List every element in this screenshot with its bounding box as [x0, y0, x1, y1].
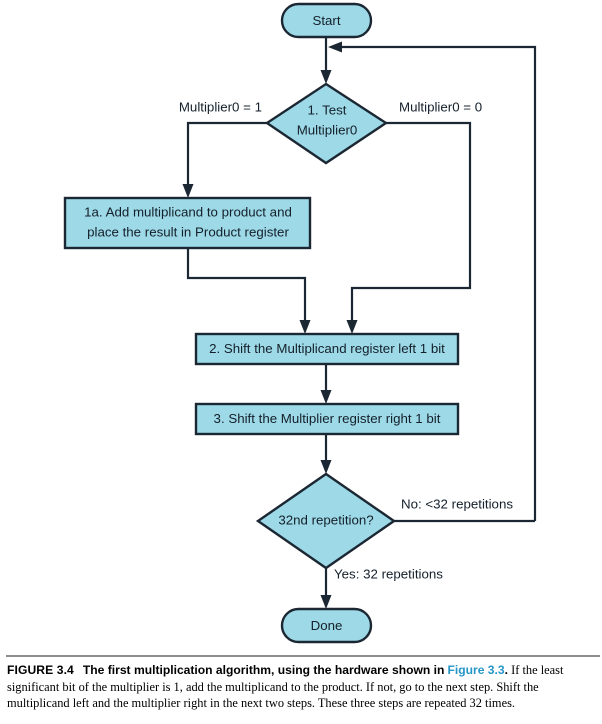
figure-caption-block: FIGURE 3.4 The first multiplication algor…	[0, 655, 602, 712]
edge-label-yes-32-repetitions: Yes: 32 repetitions	[334, 567, 443, 582]
node-test-multiplier0[interactable]: 1. Test Multiplier0	[264, 82, 389, 165]
caption-text: FIGURE 3.4 The first multiplication algor…	[4, 662, 598, 712]
shift-multiplicand-label: 2. Shift the Multiplicand register left …	[209, 341, 445, 356]
caption-figure-reference-link[interactable]: Figure 3.3	[447, 663, 505, 677]
node-done[interactable]: Done	[280, 607, 373, 644]
done-shape	[280, 607, 373, 644]
node-shift-multiplicand-left[interactable]: 2. Shift the Multiplicand register left …	[194, 332, 460, 366]
test-shape	[264, 82, 389, 165]
connector-loopback-to-test	[336, 45, 537, 521]
edge-label-no-under-32-repetitions: No: <32 repetitions	[401, 497, 513, 512]
add-label-line2: place the result in Product register	[87, 225, 289, 240]
connector-add-to-shift-multiplicand	[186, 248, 307, 326]
arrowhead-repetition-to-done	[320, 595, 332, 609]
test-label-line1: 1. Test	[308, 103, 347, 118]
caption-headline: The first multiplication algorithm, usin…	[82, 663, 445, 677]
repetition-label: 32nd repetition?	[278, 513, 373, 528]
arrowhead-start-to-test	[320, 70, 332, 84]
arrowhead-loopback	[328, 41, 342, 53]
node-add-multiplicand[interactable]: 1a. Add multiplicand to product and plac…	[63, 196, 312, 250]
add-label-line1: 1a. Add multiplicand to product and	[84, 205, 292, 220]
shift-multiplier-shape	[194, 402, 460, 436]
node-shift-multiplier-right[interactable]: 3. Shift the Multiplier register right 1…	[194, 402, 460, 436]
test-label-line2: Multiplier0	[297, 123, 358, 138]
done-label: Done	[311, 618, 343, 633]
edge-label-multiplier0-equals-0: Multiplier0 = 0	[399, 100, 482, 115]
caption-body: If the least significant bit of the mult…	[7, 663, 564, 711]
start-shape	[280, 2, 373, 39]
arrowhead-test-right	[346, 320, 358, 334]
arrowhead-add-to-shift	[299, 320, 311, 334]
edge-label-multiplier0-equals-1: Multiplier0 = 1	[179, 100, 262, 115]
caption-divider	[6, 655, 600, 657]
caption-reference-period: .	[504, 663, 508, 677]
caption-figure-number: FIGURE 3.4	[7, 663, 74, 677]
flowchart-diagram: Start 1. Test Multiplier0 Multiplier0 = …	[63, 2, 537, 644]
shift-multiplicand-shape	[194, 332, 460, 366]
node-32nd-repetition[interactable]: 32nd repetition?	[255, 472, 397, 570]
node-start[interactable]: Start	[280, 2, 373, 39]
arrowhead-shift3-to-repetition	[320, 460, 332, 474]
start-label: Start	[312, 13, 340, 28]
add-shape	[63, 196, 312, 250]
repetition-shape	[255, 472, 397, 570]
arrowhead-shift2-to-shift3	[320, 390, 332, 404]
arrowhead-test-left	[182, 184, 194, 198]
shift-multiplier-label: 3. Shift the Multiplier register right 1…	[214, 411, 441, 426]
connector-test-left-to-add	[186, 121, 267, 190]
connector-test-right-to-shift-multiplicand	[350, 121, 472, 326]
